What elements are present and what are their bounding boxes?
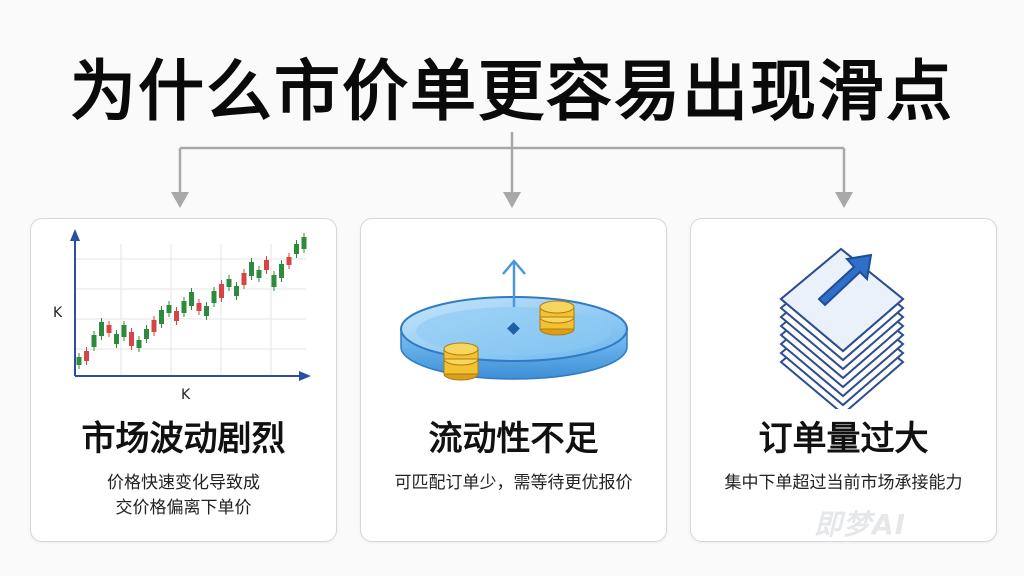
desc-line: 价格快速变化导致成 (107, 473, 260, 493)
desc-line: 交价格偏离下单价 (115, 498, 252, 518)
candle-body (241, 273, 247, 285)
candle-body (151, 320, 157, 332)
page-title: 为什么市价单更容易出现滑点 (70, 53, 954, 130)
candle-body (136, 340, 142, 348)
card-heading: 流动性不足 (428, 419, 599, 459)
candle-body (91, 335, 97, 347)
card-description: 可匹配订单少，需等待更优报价 (381, 471, 646, 496)
axis-y-label: K (53, 305, 63, 321)
arrowhead-right-icon (835, 192, 853, 208)
arrowhead-center-icon (503, 192, 521, 208)
candle-body (279, 264, 284, 278)
candle-body (106, 325, 112, 333)
candle-body (271, 275, 277, 287)
desc-line: 可匹配订单少，需等待更优报价 (394, 473, 633, 493)
card-low-liquidity: 流动性不足 可匹配订单少，需等待更优报价 (360, 218, 667, 542)
candle-body (174, 311, 179, 321)
axis-x-label: K (181, 387, 191, 403)
candle-body (286, 257, 292, 265)
candle-body (181, 301, 187, 313)
candle-body (249, 262, 254, 276)
order-sheet-top (779, 247, 905, 353)
candle-body (294, 244, 299, 254)
candle-body (196, 303, 202, 311)
candle-body (189, 292, 194, 306)
arrowhead-left-icon (171, 192, 189, 208)
candle-body (121, 325, 127, 337)
candle-body (144, 329, 149, 339)
candle-body (129, 332, 134, 346)
candle-body (84, 351, 89, 361)
candle-body (166, 305, 172, 313)
candle-body (114, 334, 119, 344)
card-description: 集中下单超过当前市场承接能力 (711, 471, 976, 496)
candle-body (264, 260, 269, 270)
card-large-order: 订单量过大 集中下单超过当前市场承接能力 (690, 218, 997, 542)
card-description: 价格快速变化导致成 交价格偏离下单价 (51, 471, 316, 521)
candle-body (159, 310, 164, 324)
coin-stack-icon (539, 300, 575, 336)
candle-body (301, 237, 307, 249)
candle-body (204, 306, 209, 316)
candle-body (234, 286, 239, 296)
candle-body (256, 270, 262, 278)
order-stack-arrow-icon (779, 247, 905, 409)
card-heading: 市场波动剧烈 (81, 419, 286, 459)
desc-line: 集中下单超过当前市场承接能力 (724, 473, 963, 493)
coin-stack-icon (443, 342, 479, 381)
shallow-pool-coins-icon (400, 259, 628, 381)
candle-body (99, 322, 104, 336)
candle-body (76, 357, 82, 365)
candle-body (226, 279, 232, 287)
card-heading: 订单量过大 (758, 419, 929, 459)
card-market-volatility: K K 市场波动剧烈 价格快速变化导致成 交价格偏离下单价 (30, 218, 337, 542)
candle-body (219, 284, 224, 298)
watermark-logo: 即梦AI (814, 508, 907, 541)
candlestick-chart-icon: K K (53, 229, 311, 403)
candle-body (211, 291, 217, 303)
